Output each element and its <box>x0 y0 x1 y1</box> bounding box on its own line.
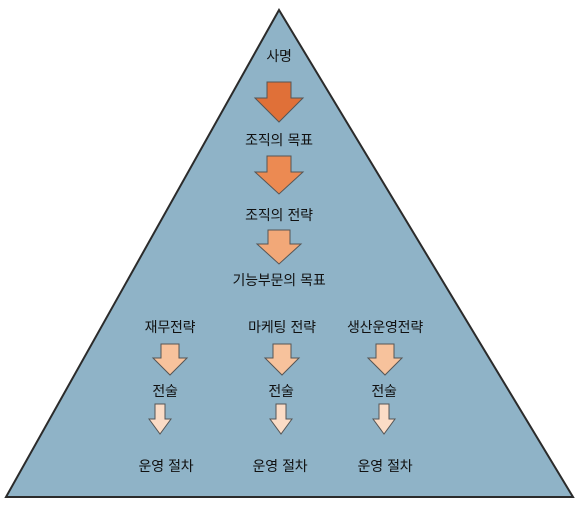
label-finance-procedure: 운영 절차 <box>138 459 194 475</box>
arrow-org-goal-to-org-strategy <box>253 155 305 195</box>
arrow-org-strategy-to-functional-goal <box>255 229 303 265</box>
label-functional-goal: 기능부문의 목표 <box>232 273 326 289</box>
label-production-tactic: 전술 <box>371 384 397 400</box>
label-finance-strategy: 재무전략 <box>144 320 196 336</box>
label-org-goal: 조직의 목표 <box>245 133 313 149</box>
arrow-mission-to-org-goal <box>253 81 305 123</box>
arrow-marketing-strategy-to-tactic <box>263 343 301 376</box>
arrow-finance-strategy-to-tactic <box>151 343 189 376</box>
label-marketing-procedure: 운영 절차 <box>252 459 308 475</box>
label-marketing-strategy: 마케팅 전략 <box>248 320 316 336</box>
arrow-finance-tactic-to-procedure <box>148 403 172 435</box>
arrow-marketing-tactic-to-procedure <box>269 403 293 435</box>
label-production-strategy: 생산운영전략 <box>346 320 424 336</box>
arrow-production-strategy-to-tactic <box>366 343 404 376</box>
label-marketing-tactic: 전술 <box>268 384 294 400</box>
arrow-production-tactic-to-procedure <box>372 403 396 435</box>
label-mission: 사명 <box>266 49 292 65</box>
label-org-strategy: 조직의 전략 <box>245 208 313 224</box>
label-finance-tactic: 전술 <box>152 384 178 400</box>
label-production-procedure: 운영 절차 <box>357 459 413 475</box>
